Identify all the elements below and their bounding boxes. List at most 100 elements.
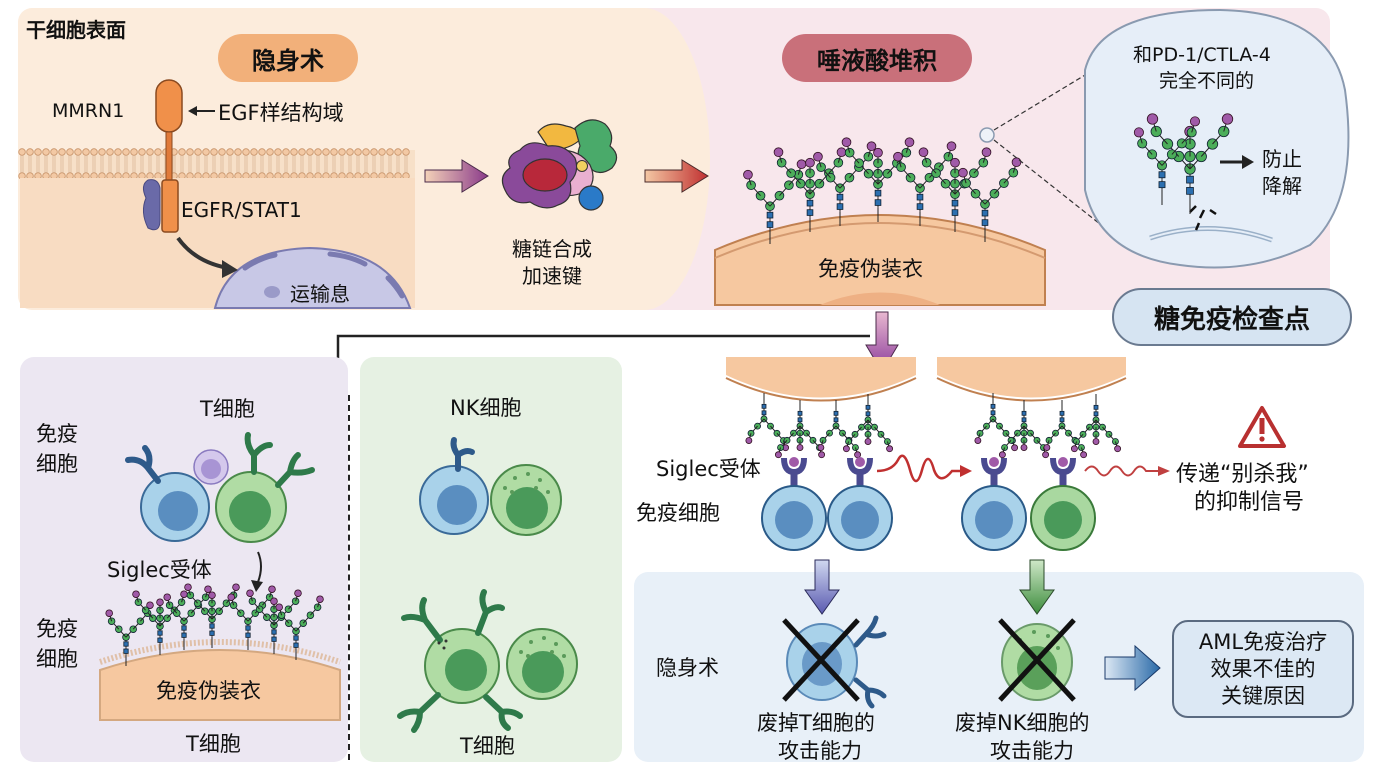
signal-label-line2: 的抑制信号 [1194,490,1305,515]
sialic-acid-circle [904,137,915,148]
binding-arrow [257,551,262,583]
glcnac-square [916,193,924,201]
lipid-head [18,148,26,156]
t-disable-line1: 废掉T细胞的 [757,711,875,735]
lipid-head [402,148,410,156]
enzyme-label-line2: 加速键 [522,264,582,288]
siglec-receptor-stem [856,470,864,490]
result-line2: 效果不佳的 [1210,656,1316,681]
glcnac-square [806,199,814,207]
camouflaged-cell-surface [714,214,1046,306]
cell-nucleus [775,501,813,539]
bubble-title-line1: 和PD-1/CTLA-4 [1133,44,1271,66]
t-disable-line2: 攻击能力 [778,739,862,763]
glcnac-square [990,410,996,416]
lipid-head [378,148,386,156]
lipid-head [186,148,194,156]
lipid-head [42,148,50,156]
glcnac-square [245,632,251,638]
antigen-presenting-cell [193,449,229,485]
bound-sialic-acid [989,457,999,467]
flow-arrow-1 [424,159,489,193]
glcnac-square [293,635,299,641]
lipid-head [338,148,346,156]
stealth-badge: 隐身术 [218,34,358,82]
left-bottom-cell-label: T细胞 [186,732,241,756]
lipid-head [98,148,106,156]
t-cell-blue [140,472,210,542]
glcnac-square [181,625,187,631]
glcnac-square [293,642,299,648]
sialic-acid-circle [1080,451,1088,459]
warning-icon [1238,406,1286,448]
immune-cells-right [761,457,1096,551]
dashed-divider [348,395,350,760]
bound-sialic-acid [789,457,799,467]
sialic-acid-circle [773,147,784,158]
glcnac-square [245,625,251,631]
sialic-acid-circle [1133,127,1144,138]
left-top-cell-label: T细胞 [200,397,255,421]
glcnac-square [836,203,844,210]
sialic-acid-circle [204,585,212,593]
disabled-nk-cell [998,618,1076,702]
glcnac-square [123,648,129,654]
sialic-acid-circle [946,141,957,152]
result-box: AML免疫治疗 效果不佳的 关键原因 [1172,620,1354,718]
glcnac-square [271,636,277,642]
result-line3: 关键原因 [1221,683,1305,708]
nk-panel-t-cell [419,437,489,535]
lipid-head [306,148,314,156]
glcnac-square [1093,411,1099,417]
glcnac-square [1158,171,1166,179]
glcnac-square [181,632,187,638]
sialic-acid-circle [805,157,815,168]
glcnac-square [761,403,767,409]
siglec-receptor-stem [1059,470,1067,490]
glcnac-square [123,641,129,647]
activated-t-cell [397,589,523,733]
sialic-acid-circle [886,445,894,453]
siglec-receptor-stem [790,470,798,490]
mmrn1-label: MMRN1 [52,100,125,122]
lipid-head [274,148,282,156]
left-immune-label-line2: 细胞 [36,452,78,476]
sialic-acid-circle [743,169,753,180]
glyco-checkpoint-badge: 糖免疫检查点 [1112,288,1352,346]
glcnac-square [766,211,774,219]
glcnac-square [1186,175,1194,184]
sialic-acid-circle [981,147,992,158]
lipid-head [266,148,274,156]
glcnac-square [806,209,814,216]
glcnac-square [874,199,882,206]
sialic-acid-circle [268,585,276,593]
glcnac-square [271,629,277,635]
sialic-acid-circle [105,609,113,617]
sialic-acid-circle [163,593,171,601]
glcnac-square [865,411,871,417]
glycan-chains-right [745,393,1122,459]
lipid-head [282,148,290,156]
sialic-acid-circle [1114,445,1122,453]
nk-cell-2 [506,628,578,700]
glcnac-square [1059,410,1065,416]
left-immune-label2-line1: 免疫 [36,617,78,641]
lipid-head [258,148,266,156]
sialic-acid-circle [184,583,192,591]
lipid-head [146,148,154,156]
sialic-acid-circle [1189,116,1201,127]
lipid-head [50,148,58,156]
nk-cells-panel [360,357,622,762]
sialic-acid-circle [998,451,1006,459]
sialic-acid-circle [796,444,804,451]
lipid-head [138,148,146,156]
lipid-head [370,148,378,156]
glycan-chains-left [105,583,324,666]
nk-cell-1 [490,464,562,536]
nucleus-label: 运输息 [290,282,350,306]
egf-pointer-arrow [188,106,215,116]
signal-to-nucleus-arrow [176,236,238,278]
glcnac-square [836,193,844,201]
glcnac-square [157,637,163,643]
